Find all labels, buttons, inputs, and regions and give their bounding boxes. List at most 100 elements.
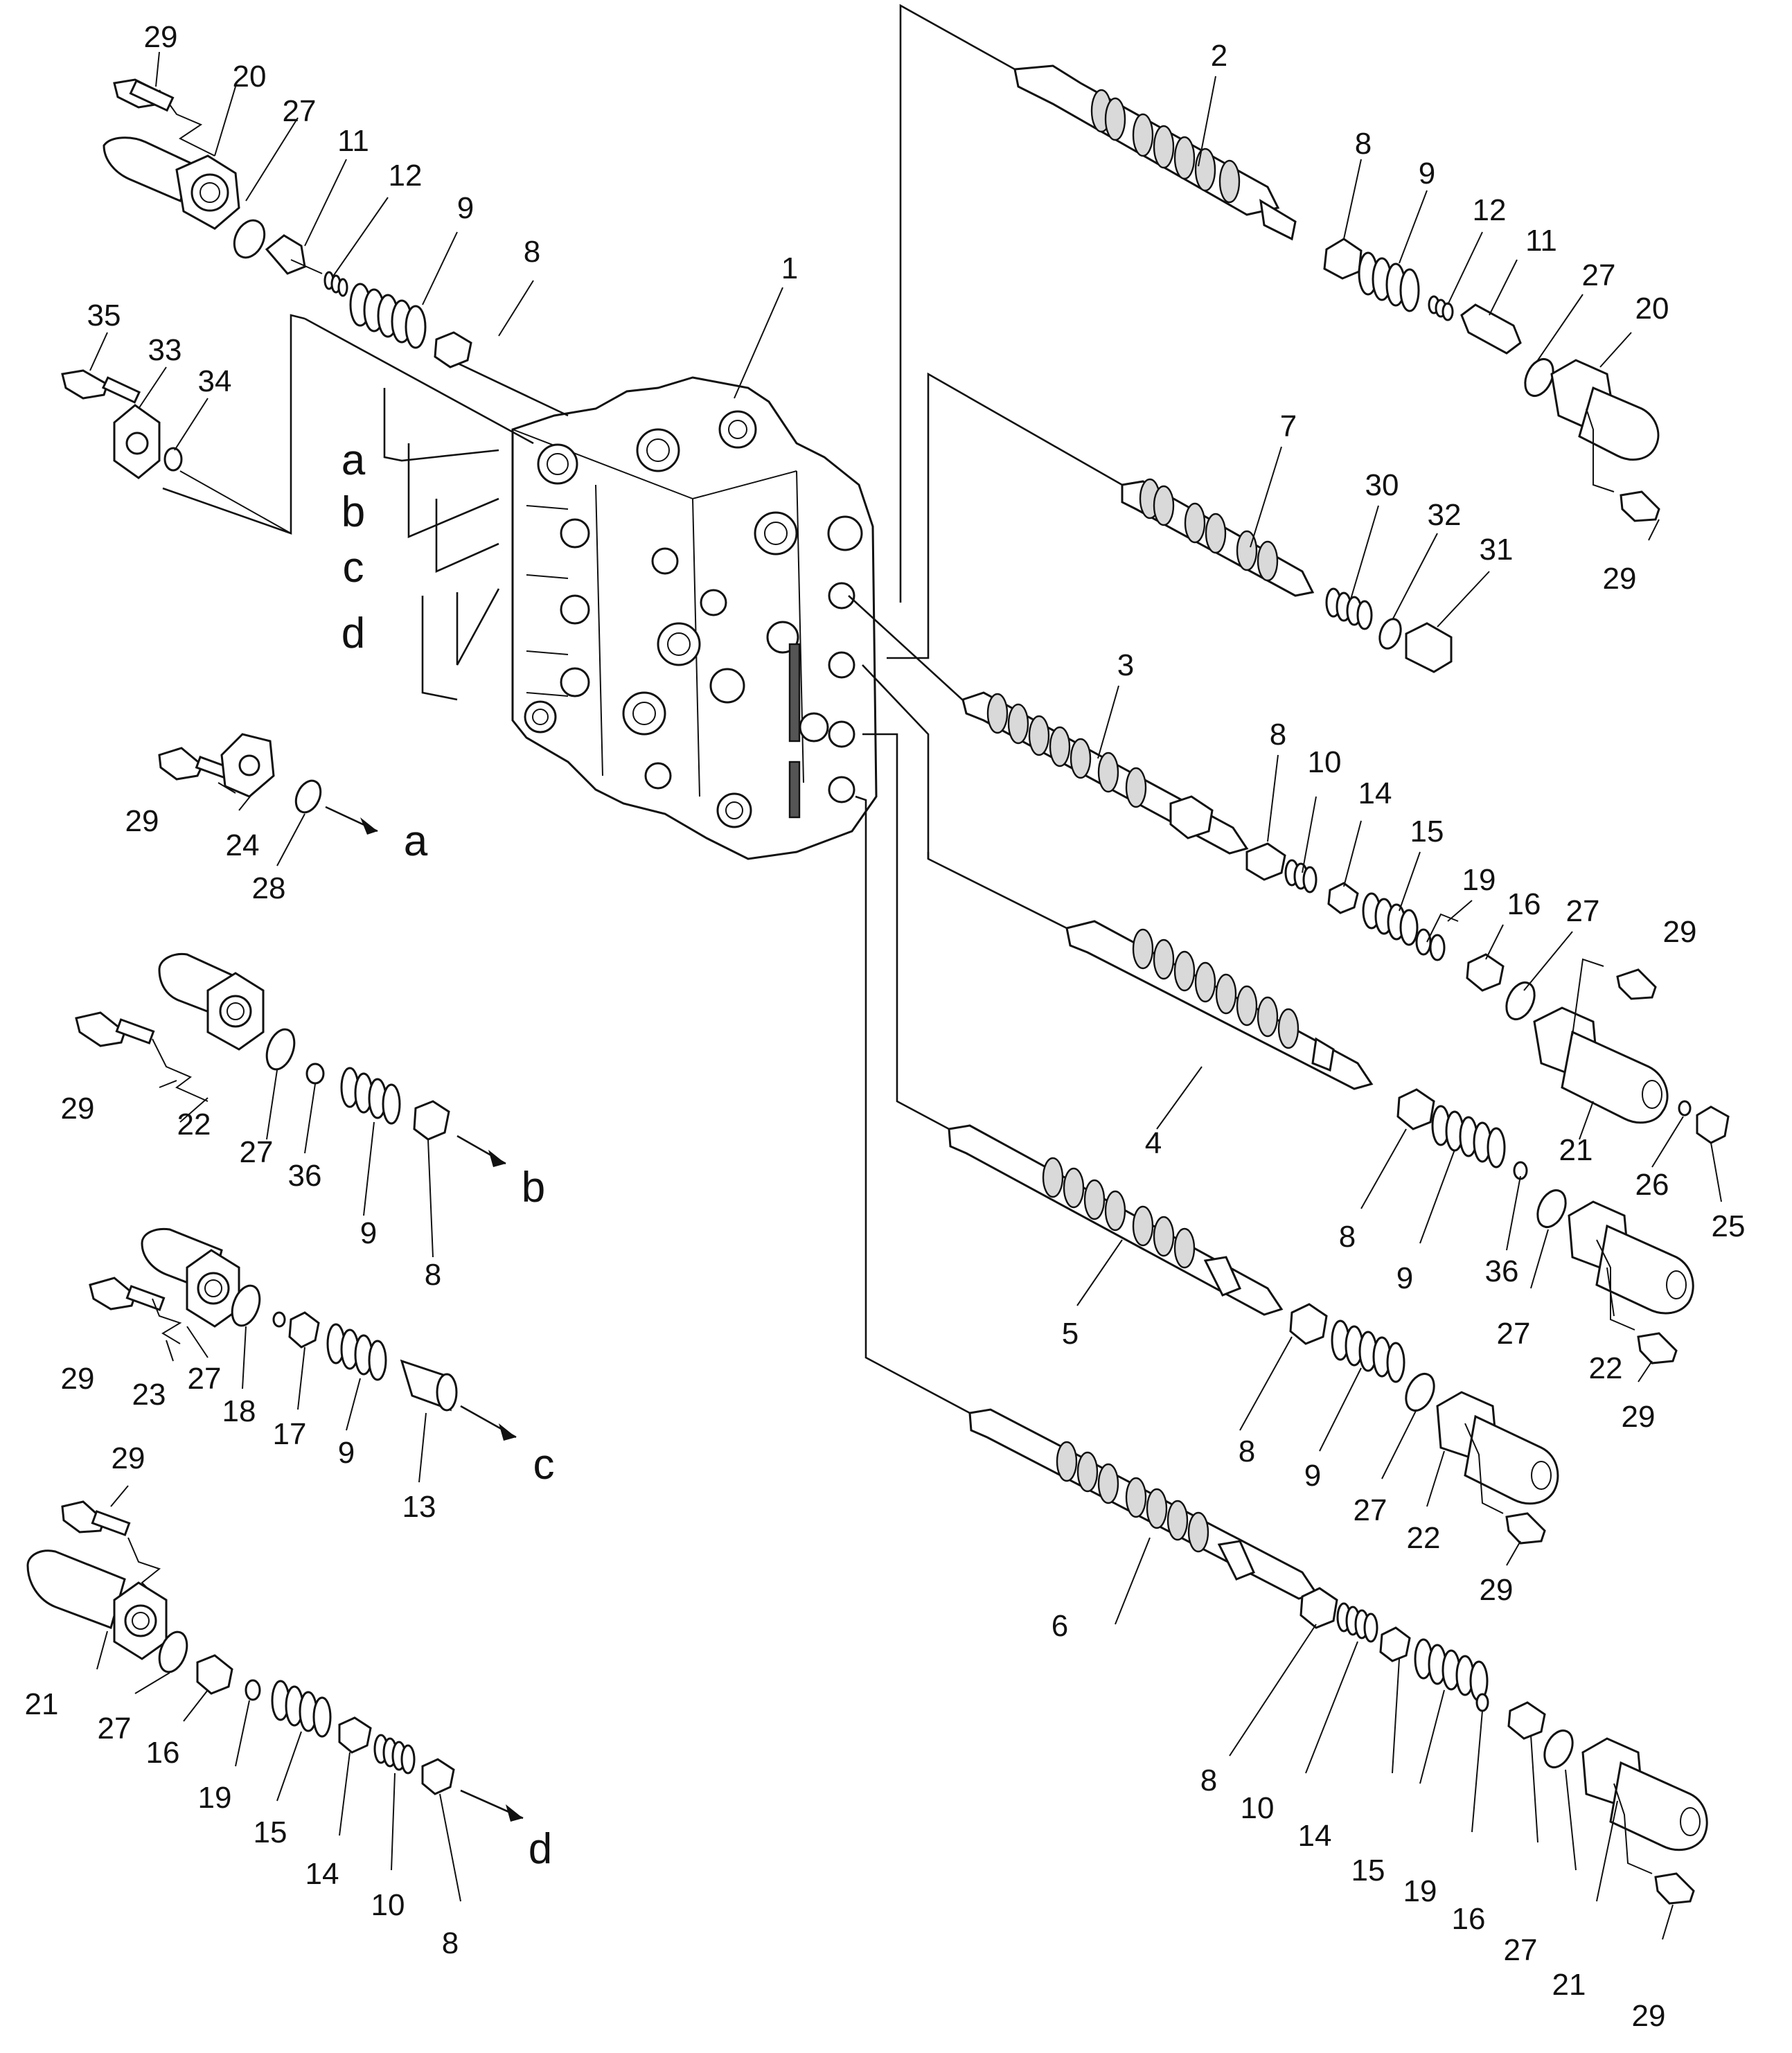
port-label-a-arrow: a bbox=[404, 817, 428, 865]
callout-label: 27 bbox=[1582, 258, 1616, 292]
callout-label: 33 bbox=[148, 333, 182, 367]
callout-label: 29 bbox=[125, 804, 159, 838]
callout-label: 9 bbox=[1304, 1459, 1321, 1493]
callout-label: 29 bbox=[61, 1092, 95, 1126]
callout-label: 6 bbox=[1052, 1609, 1068, 1643]
spool-5-row2-group bbox=[1289, 1303, 1559, 1545]
callout-label: 8 bbox=[1270, 718, 1286, 752]
callout-label: 2 bbox=[1211, 39, 1227, 73]
spool-7-group bbox=[1121, 478, 1453, 673]
callout-label: 22 bbox=[1589, 1351, 1623, 1385]
callout-label: 27 bbox=[240, 1135, 274, 1169]
callout-label: 8 bbox=[1355, 127, 1372, 161]
callout-label: 29 bbox=[1480, 1573, 1514, 1607]
callout-leaders bbox=[89, 51, 1722, 1940]
callout-label: 31 bbox=[1480, 533, 1514, 567]
cover-plate-group bbox=[61, 369, 292, 534]
callout-label: 22 bbox=[177, 1108, 211, 1141]
callout-label: 15 bbox=[1351, 1854, 1385, 1887]
port-a-cover-group bbox=[158, 733, 378, 835]
callout-label: 24 bbox=[226, 828, 260, 862]
port-label-b-arrow: b bbox=[522, 1164, 545, 1211]
callout-label: 3 bbox=[1117, 648, 1134, 682]
port-label-d-arrow: d bbox=[529, 1825, 552, 1873]
spool-5-group bbox=[948, 1088, 1694, 1365]
callout-label: 29 bbox=[1622, 1400, 1656, 1434]
port-label-d: d bbox=[341, 610, 365, 657]
callout-label: 23 bbox=[132, 1378, 166, 1412]
callout-label: 30 bbox=[1365, 468, 1399, 502]
callout-label: 17 bbox=[273, 1417, 307, 1451]
callout-label: 1 bbox=[781, 251, 798, 285]
top-left-solenoid-group bbox=[103, 78, 472, 368]
port-labels: a b c d a b c d bbox=[341, 436, 555, 1873]
valve-body bbox=[511, 376, 878, 860]
callout-label: 10 bbox=[1241, 1791, 1275, 1825]
callout-label: 9 bbox=[338, 1436, 355, 1470]
callout-label: 13 bbox=[402, 1490, 436, 1524]
callout-label: 29 bbox=[112, 1441, 145, 1475]
callout-label: 21 bbox=[1559, 1133, 1593, 1167]
callout-label: 9 bbox=[360, 1216, 377, 1250]
callout-label: 18 bbox=[222, 1394, 256, 1428]
callout-label: 11 bbox=[1525, 224, 1557, 258]
callout-label: 22 bbox=[1407, 1521, 1441, 1555]
callout-label: 16 bbox=[146, 1736, 180, 1770]
callout-label: 7 bbox=[1280, 409, 1297, 443]
callout-label: 27 bbox=[1497, 1317, 1531, 1351]
port-label-a: a bbox=[341, 436, 366, 484]
callout-label: 20 bbox=[233, 60, 267, 94]
callout-label: 8 bbox=[1200, 1763, 1217, 1797]
callout-label: 27 bbox=[1354, 1493, 1387, 1527]
callout-label: 4 bbox=[1145, 1126, 1162, 1160]
callout-label: 8 bbox=[1239, 1434, 1255, 1468]
assembly-leader-lines bbox=[162, 3, 1123, 1414]
callout-label: 14 bbox=[1298, 1819, 1332, 1853]
callout-label: 19 bbox=[1403, 1874, 1437, 1908]
callout-label: 29 bbox=[144, 20, 178, 54]
callout-label: 8 bbox=[524, 235, 540, 269]
port-b-solenoid-group bbox=[75, 952, 506, 1167]
callout-label: 27 bbox=[1566, 894, 1600, 928]
callout-label: 27 bbox=[283, 94, 317, 128]
callout-label: 27 bbox=[1504, 1933, 1538, 1967]
callout-label: 28 bbox=[252, 871, 286, 905]
callout-label: 14 bbox=[305, 1857, 339, 1891]
spool-3-group bbox=[961, 691, 1536, 1020]
callout-label: 21 bbox=[1552, 1968, 1586, 2002]
callout-label: 35 bbox=[87, 299, 121, 332]
callout-label: 32 bbox=[1428, 498, 1462, 532]
port-d-solenoid-group bbox=[26, 1500, 524, 1822]
callout-label: 16 bbox=[1452, 1902, 1486, 1936]
callout-label: 20 bbox=[1635, 292, 1669, 326]
callout-label: 8 bbox=[425, 1258, 441, 1292]
port-label-b: b bbox=[341, 488, 365, 536]
port-label-c: c bbox=[343, 544, 364, 592]
callout-label: 15 bbox=[254, 1815, 287, 1849]
callout-label: 15 bbox=[1410, 815, 1444, 848]
callout-label: 26 bbox=[1635, 1168, 1669, 1202]
callout-label: 12 bbox=[389, 159, 423, 193]
callout-label: 10 bbox=[371, 1888, 405, 1922]
callout-label: 25 bbox=[1712, 1209, 1746, 1243]
callout-label: 16 bbox=[1507, 887, 1541, 921]
callout-label: 8 bbox=[442, 1926, 459, 1960]
callout-label: 36 bbox=[1485, 1254, 1519, 1288]
callout-label: 14 bbox=[1358, 776, 1392, 810]
port-c-solenoid-group bbox=[89, 1227, 517, 1441]
port-label-c-arrow: c bbox=[533, 1441, 555, 1488]
callout-label: 21 bbox=[25, 1687, 59, 1721]
callout-label: 29 bbox=[1603, 562, 1637, 596]
callout-label: 27 bbox=[98, 1712, 132, 1745]
callout-label: 11 bbox=[337, 124, 369, 158]
callout-label: 34 bbox=[198, 364, 232, 398]
callout-label: 29 bbox=[1632, 1999, 1666, 2033]
callout-label: 12 bbox=[1473, 193, 1507, 227]
callout-label: 19 bbox=[198, 1781, 232, 1815]
callout-label: 29 bbox=[1663, 915, 1697, 949]
callout-labels: 29 20 27 11 12 9 8 1 35 33 34 2 8 9 12 1… bbox=[25, 20, 1746, 2033]
callout-label: 9 bbox=[1419, 157, 1435, 190]
spool-4-group bbox=[1065, 920, 1730, 1144]
